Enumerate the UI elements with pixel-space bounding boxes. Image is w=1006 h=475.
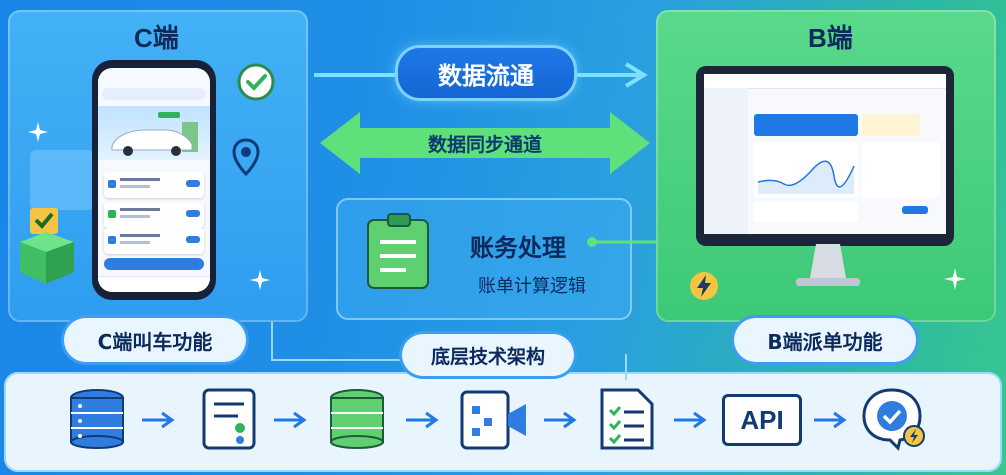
data-flow-label: 数据流通 [398, 48, 574, 98]
call-car-button[interactable] [104, 258, 204, 270]
location-pin-icon [232, 138, 260, 177]
b-side-caption: B端派单功能 [734, 318, 916, 362]
arrow-icon [406, 411, 439, 429]
arrow-icon [544, 411, 577, 429]
arrow-icon [814, 411, 847, 429]
dashboard-screen [704, 74, 946, 234]
dashboard-sidebar [704, 88, 748, 234]
stat-card [754, 114, 858, 136]
accounting-title: 账务处理 [470, 234, 566, 262]
code-file-icon [460, 390, 526, 450]
accounting-subtitle: 账单计算逻辑 [478, 276, 586, 297]
phone-tab-bar [98, 276, 210, 292]
infra-connector [271, 322, 627, 380]
c-side-caption: C端叫车功能 [64, 318, 246, 362]
ballot-box-icon [20, 208, 74, 284]
phone-screen [98, 68, 210, 292]
monitor-stand [796, 244, 860, 286]
database-icon [70, 389, 124, 449]
order-card [862, 114, 920, 136]
sparkle-icon [250, 270, 270, 290]
ride-option-card[interactable] [104, 228, 204, 254]
clipboard-icon [367, 213, 429, 289]
ride-option-card[interactable] [104, 202, 204, 228]
trend-chart [754, 142, 858, 198]
checklist-icon [600, 388, 654, 450]
flow-arrow [314, 62, 648, 88]
sync-channel-label: 数据同步通道 [427, 134, 542, 156]
ride-option-card[interactable] [104, 172, 204, 198]
b-side-title: B端 [808, 23, 853, 53]
document-icon [202, 388, 256, 450]
phone-search-bar [102, 88, 206, 100]
arrow-icon [674, 411, 707, 429]
check-bubble-icon [237, 63, 275, 101]
c-side-title: C端 [134, 23, 179, 53]
api-chip-icon: API [722, 394, 802, 446]
arrow-icon [142, 411, 175, 429]
metrics-row [754, 202, 858, 222]
connector-line [587, 237, 658, 247]
sparkle-icon [944, 268, 966, 290]
sparkle-icon [28, 122, 48, 142]
sync-double-arrow [320, 112, 650, 174]
database-icon [330, 389, 384, 449]
dispatch-button[interactable] [902, 206, 928, 214]
infra-title: 底层技术架构 [402, 334, 574, 376]
verified-chat-icon [862, 388, 925, 451]
arrow-icon [274, 411, 307, 429]
dashboard-topbar [704, 74, 946, 89]
dispatch-list [862, 142, 940, 198]
lightning-icon [690, 272, 718, 300]
decor-card [30, 150, 94, 210]
phone-banner [98, 106, 210, 160]
